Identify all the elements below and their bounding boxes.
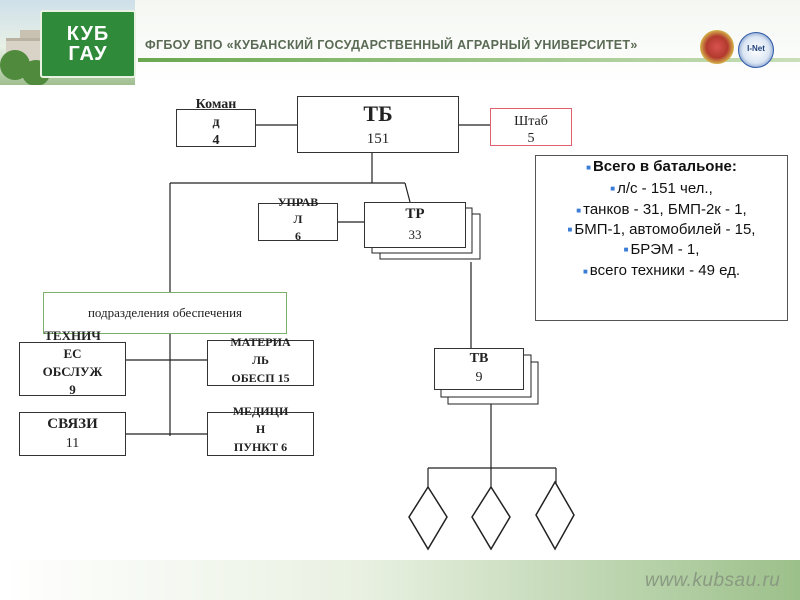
mat-label: МАТЕРИА ЛЬ ОБЕСП 15	[230, 335, 291, 385]
platoon-3-diamond	[535, 480, 575, 551]
summary-line: ■БРЭМ - 1,	[536, 239, 787, 261]
bullet-icon: ■	[567, 224, 573, 234]
header-divider	[138, 58, 800, 62]
summary-line: ■Всего в батальоне:	[536, 156, 787, 178]
bullet-icon: ■	[610, 184, 616, 194]
tb-title: ТБ	[363, 101, 393, 126]
shtab-label: Штаб 5	[514, 114, 548, 146]
med-label: МЕДИЦИ Н ПУНКТ 6	[232, 404, 289, 454]
footer-url: www.kubsau.ru	[645, 570, 781, 591]
summary-heading: Всего в батальоне:	[592, 158, 737, 175]
platoon-1-diamond	[408, 485, 448, 551]
tr-bus-link	[404, 182, 411, 203]
uprav-label: УПРАВ Л 6	[277, 195, 319, 243]
kubsau-logo: КУБ ГАУ	[40, 10, 136, 78]
footer-banner: www.kubsau.ru	[0, 560, 800, 600]
komanda-box	[176, 109, 256, 147]
order-emblem-icon	[700, 30, 734, 64]
bullet-icon: ■	[586, 162, 591, 172]
summary-vehicles: БМП-1, автомобилей - 15,	[574, 220, 756, 238]
summary-line: ■БМП-1, автомобилей - 15,	[536, 221, 787, 239]
summary-personnel: л/с - 151 чел.,	[617, 179, 713, 197]
header-banner: КУБ ГАУ ФГБОУ ВПО «КУБАНСКИЙ ГОСУДАРСТВЕ…	[0, 0, 800, 85]
uprav-box	[258, 203, 338, 241]
university-name: ФГБОУ ВПО «КУБАНСКИЙ ГОСУДАРСТВЕННЫЙ АГР…	[145, 38, 638, 52]
tb-box: ТБ 151	[297, 96, 459, 153]
bullet-icon: ■	[576, 205, 582, 215]
platoon-2-diamond	[471, 485, 511, 551]
emblem-inet-text: I-Net	[747, 44, 765, 53]
support-units-box: подразделения обеспечения	[43, 292, 287, 334]
komanda-label: Коман д 4	[195, 97, 237, 148]
tv-title: ТВ	[469, 351, 489, 366]
support-units-label: подразделения обеспечения	[87, 305, 243, 320]
summary-brem: БРЭМ - 1,	[630, 240, 700, 258]
mat-box	[207, 340, 314, 386]
footer-band	[0, 560, 800, 600]
tr-box: ТР 33	[364, 202, 466, 248]
logo-text: КУБ ГАУ	[66, 23, 110, 65]
inet-emblem-icon: I-Net	[738, 32, 774, 68]
tr-title: ТР	[405, 206, 425, 222]
svyazi-count: 11	[65, 436, 80, 451]
summary-tanks: танков - 31, БМП-2к - 1,	[583, 201, 747, 219]
battalion-summary-panel: ■Всего в батальоне: ■л/с - 151 чел., ■та…	[535, 155, 788, 321]
tv-box: ТВ 9	[434, 348, 524, 390]
summary-line: ■всего техники - 49 ед.	[536, 260, 787, 282]
bullet-icon: ■	[582, 266, 588, 276]
summary-line: ■л/с - 151 чел.,	[536, 178, 787, 200]
tb-count: 151	[366, 131, 390, 147]
tv-count: 9	[475, 370, 483, 385]
svyazi-box: СВЯЗИ 11	[19, 412, 126, 456]
tr-count: 33	[408, 227, 422, 242]
tech-box	[19, 342, 126, 396]
bullet-icon: ■	[623, 245, 629, 255]
tech-label: ТЕХНИЧ ЕС ОБСЛУЖ 9	[42, 328, 103, 397]
shtab-box: Штаб 5	[490, 108, 572, 146]
med-box	[207, 412, 314, 456]
svyazi-title: СВЯЗИ	[47, 416, 98, 432]
summary-line: ■танков - 31, БМП-2к - 1,	[536, 199, 787, 221]
summary-total: всего техники - 49 ед.	[589, 262, 741, 280]
